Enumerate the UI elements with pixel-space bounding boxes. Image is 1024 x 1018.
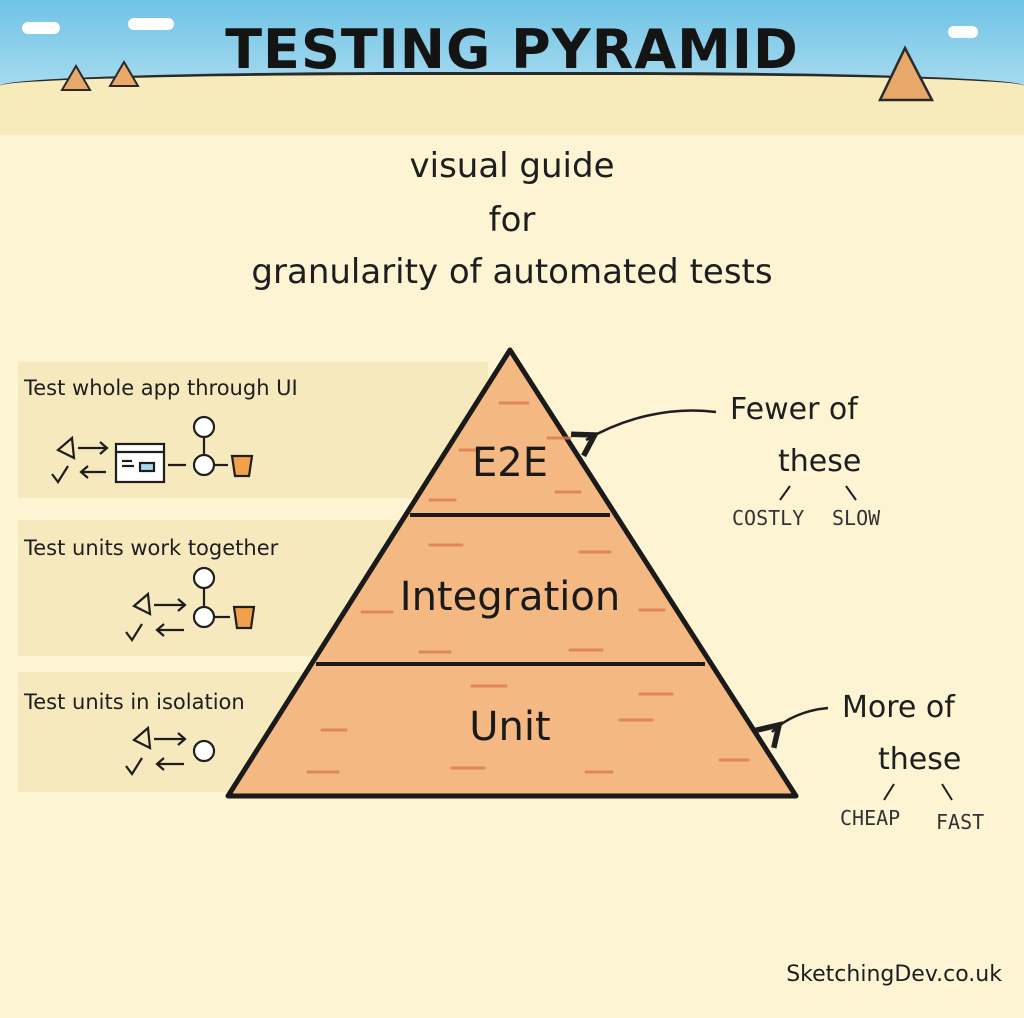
node-icon: [192, 566, 216, 590]
subtitle-line-1: visual guide: [409, 146, 615, 186]
row-band-e2e: [18, 362, 488, 498]
database-bucket-icon: [232, 605, 256, 630]
layer-label-e2e: E2E: [472, 440, 548, 486]
cloud-icon: [948, 26, 978, 38]
pyramid: [225, 347, 799, 799]
tag-slow: SLOW: [832, 506, 881, 530]
credit-text: SketchingDev.co.uk: [786, 962, 1002, 987]
small-pyramid-icon: [108, 60, 140, 87]
small-pyramid-icon: [878, 45, 935, 102]
arrow-right-icon: [154, 732, 187, 746]
arrow-right-icon: [78, 441, 109, 455]
e2e-flow-icons: [51, 415, 254, 484]
checkmark-icon: [125, 623, 143, 642]
horizon-line: [0, 72, 1024, 135]
top-note-arrow-icon: [586, 409, 717, 440]
checkmark-icon: [125, 757, 143, 776]
node-icon: [192, 415, 216, 439]
node-icon: [192, 605, 216, 629]
node-icon: [192, 739, 216, 763]
layer-label-unit: Unit: [469, 704, 551, 750]
node-icon: [192, 453, 216, 477]
tag-cheap: CHEAP: [840, 806, 901, 830]
checkmark-icon: [51, 465, 69, 484]
browser-window-icon: [114, 442, 166, 484]
subtitle-line-2: for: [488, 200, 536, 240]
top-note-line-1: Fewer of: [730, 392, 858, 427]
unit-flow-icons: [125, 725, 216, 776]
brick-texture: [306, 401, 750, 774]
page-title: TESTING PYRAMID: [225, 18, 799, 81]
integration-flow-icons: [125, 566, 256, 642]
cloud-icon: [128, 18, 174, 30]
layer-label-integration: Integration: [399, 574, 621, 620]
row-label-e2e: Test whole app through UI: [24, 376, 298, 400]
bottom-note-line-2: these: [878, 742, 962, 777]
sky-band: [0, 0, 1024, 86]
subtitle-line-3: granularity of automated tests: [251, 252, 773, 292]
tag-fast: FAST: [936, 810, 985, 834]
arrow-left-icon: [155, 757, 184, 771]
arrow-right-icon: [154, 598, 187, 612]
tag-costly: COSTLY: [732, 506, 805, 530]
row-label-integration: Test units work together: [24, 536, 279, 560]
row-label-unit: Test units in isolation: [24, 690, 245, 714]
arrow-left-icon: [79, 465, 106, 479]
database-bucket-icon: [230, 454, 254, 478]
bottom-note-arrow-icon: [772, 706, 829, 732]
small-pyramid-icon: [60, 64, 92, 91]
test-tool-icon: [132, 725, 152, 750]
test-tool-icon: [132, 591, 152, 616]
tag-connectors: [779, 485, 953, 801]
top-note-line-2: these: [778, 444, 862, 479]
bottom-note-line-1: More of: [842, 690, 955, 725]
test-tool-icon: [56, 435, 76, 460]
arrow-left-icon: [155, 623, 184, 637]
header-decor: [60, 45, 935, 102]
cloud-icon: [22, 22, 60, 34]
